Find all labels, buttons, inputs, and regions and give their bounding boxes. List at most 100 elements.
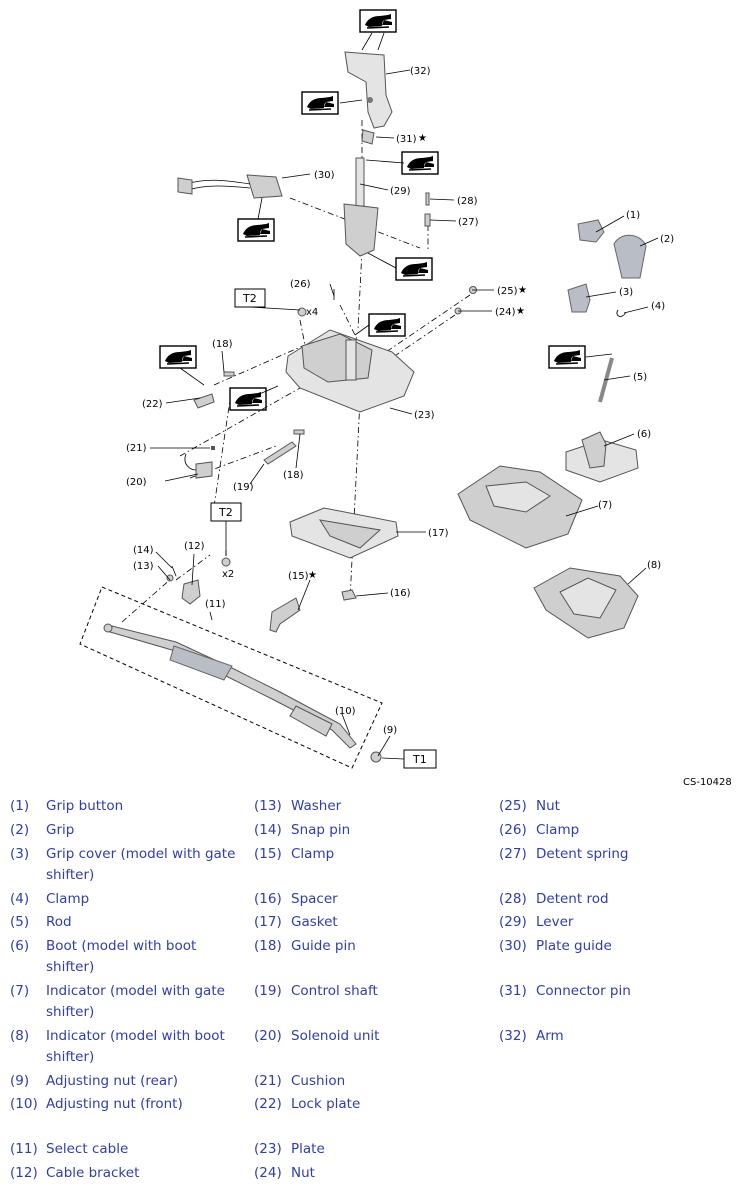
callout-25: (25) [497, 286, 518, 297]
legend-part-name: Plate guide [536, 938, 612, 954]
legend-part-name: Nut [536, 798, 560, 814]
legend-part-name: Lock plate [291, 1096, 361, 1112]
legend-number: (30) [499, 938, 527, 954]
legend-part-name: Lever [536, 914, 574, 930]
grease-icon [359, 9, 397, 33]
legend-part-name: Indicator (model with gate [46, 983, 225, 999]
legend-number: (25) [499, 798, 527, 814]
legend-number: (15) [254, 846, 282, 862]
callout-28: (28) [457, 196, 478, 207]
star-mark: ★ [516, 306, 525, 317]
callout-23: (23) [414, 410, 435, 421]
exploded-parts-diagram: T2 T2 T1 x4 x2 (1) (2) (3) (4) (5) (6) (… [79, 9, 732, 788]
callout-27: (27) [458, 217, 479, 228]
legend-part-name: Gasket [291, 914, 338, 930]
legend-part-name-continued: shifter) [46, 959, 95, 975]
legend-part-name: Nut [291, 1165, 315, 1181]
legend-part-name: Connector pin [536, 983, 631, 999]
torque-label-t2: T2 [218, 506, 233, 519]
legend-number: (9) [10, 1073, 30, 1089]
legend-number: (32) [499, 1028, 527, 1044]
callout-17: (17) [428, 528, 449, 539]
legend-number: (3) [10, 846, 30, 862]
legend-part-name: Control shaft [291, 983, 378, 999]
callout-5: (5) [633, 372, 647, 383]
legend-number: (22) [254, 1096, 282, 1112]
legend-part-name: Grip cover (model with gate [46, 846, 236, 862]
legend-number: (2) [10, 822, 30, 838]
legend-part-name: Solenoid unit [291, 1028, 380, 1044]
legend-number: (20) [254, 1028, 282, 1044]
callout-22: (22) [142, 399, 163, 410]
legend-part-name: Cable bracket [46, 1165, 140, 1181]
legend-part-name: Spacer [291, 891, 338, 907]
legend-number: (4) [10, 891, 30, 907]
legend-part-name-continued: shifter) [46, 867, 95, 883]
callout-24: (24) [495, 307, 516, 318]
legend-part-name: Rod [46, 914, 72, 930]
legend-number: (12) [10, 1165, 38, 1181]
callout-3: (3) [619, 287, 633, 298]
callout-19: (19) [233, 482, 254, 493]
legend-number: (24) [254, 1165, 282, 1181]
legend-number: (28) [499, 891, 527, 907]
legend-part-name: Plate [291, 1141, 325, 1157]
grease-icon [301, 91, 339, 115]
callout-11: (11) [205, 599, 226, 610]
callout-26: (26) [290, 279, 311, 290]
legend-part-name: Clamp [536, 822, 580, 838]
grease-icon [548, 345, 586, 369]
legend-part-name-continued: shifter) [46, 1049, 95, 1065]
bolt-quantity: x4 [306, 307, 318, 318]
legend-part-name: Adjusting nut (rear) [46, 1073, 178, 1089]
legend-number: (29) [499, 914, 527, 930]
legend-number: (10) [10, 1096, 38, 1112]
legend-part-name-continued: shifter) [46, 1004, 95, 1020]
legend-part-name: Cushion [291, 1073, 346, 1089]
legend-part-name: Clamp [291, 846, 335, 862]
callout-29: (29) [390, 186, 411, 197]
legend-part-name: Grip [46, 822, 75, 838]
callout-18: (18) [283, 470, 304, 481]
callout-1: (1) [626, 210, 640, 221]
grease-icon [237, 218, 275, 242]
legend-number: (23) [254, 1141, 282, 1157]
star-mark: ★ [418, 133, 427, 144]
callout-30: (30) [314, 170, 335, 181]
star-mark: ★ [308, 570, 317, 581]
callout-9: (9) [383, 725, 397, 736]
legend-number: (14) [254, 822, 282, 838]
callout-8: (8) [647, 560, 661, 571]
legend-part-name: Arm [536, 1028, 564, 1044]
legend-part-name: Clamp [46, 891, 90, 907]
legend-number: (21) [254, 1073, 282, 1089]
callout-7: (7) [598, 500, 612, 511]
torque-label-t2: T2 [242, 292, 257, 305]
legend-number: (17) [254, 914, 282, 930]
legend-number: (19) [254, 983, 282, 999]
legend-part-name: Washer [291, 798, 342, 814]
callout-10: (10) [335, 706, 356, 717]
star-mark: ★ [518, 285, 527, 296]
legend-number: (6) [10, 938, 30, 954]
callout-13: (13) [133, 561, 154, 572]
legend-part-name: Snap pin [291, 822, 351, 838]
grease-icon [229, 387, 267, 411]
legend-part-name: Boot (model with boot [46, 938, 197, 954]
legend-part-name: Indicator (model with boot [46, 1028, 225, 1044]
legend-number: (8) [10, 1028, 30, 1044]
grease-icon [395, 257, 433, 281]
callout-31: (31) [396, 134, 417, 145]
legend-part-name: Adjusting nut (front) [46, 1096, 183, 1112]
legend-number: (26) [499, 822, 527, 838]
grease-icon [368, 313, 406, 337]
callout-14: (14) [133, 545, 154, 556]
callout-12: (12) [184, 541, 205, 552]
legend-number: (7) [10, 983, 30, 999]
legend-part-name: Grip button [46, 798, 124, 814]
legend-part-name: Guide pin [291, 938, 356, 954]
diagram-code: CS-10428 [683, 777, 732, 788]
legend-number: (18) [254, 938, 282, 954]
legend-number: (27) [499, 846, 527, 862]
legend-part-name: Detent spring [536, 846, 629, 862]
